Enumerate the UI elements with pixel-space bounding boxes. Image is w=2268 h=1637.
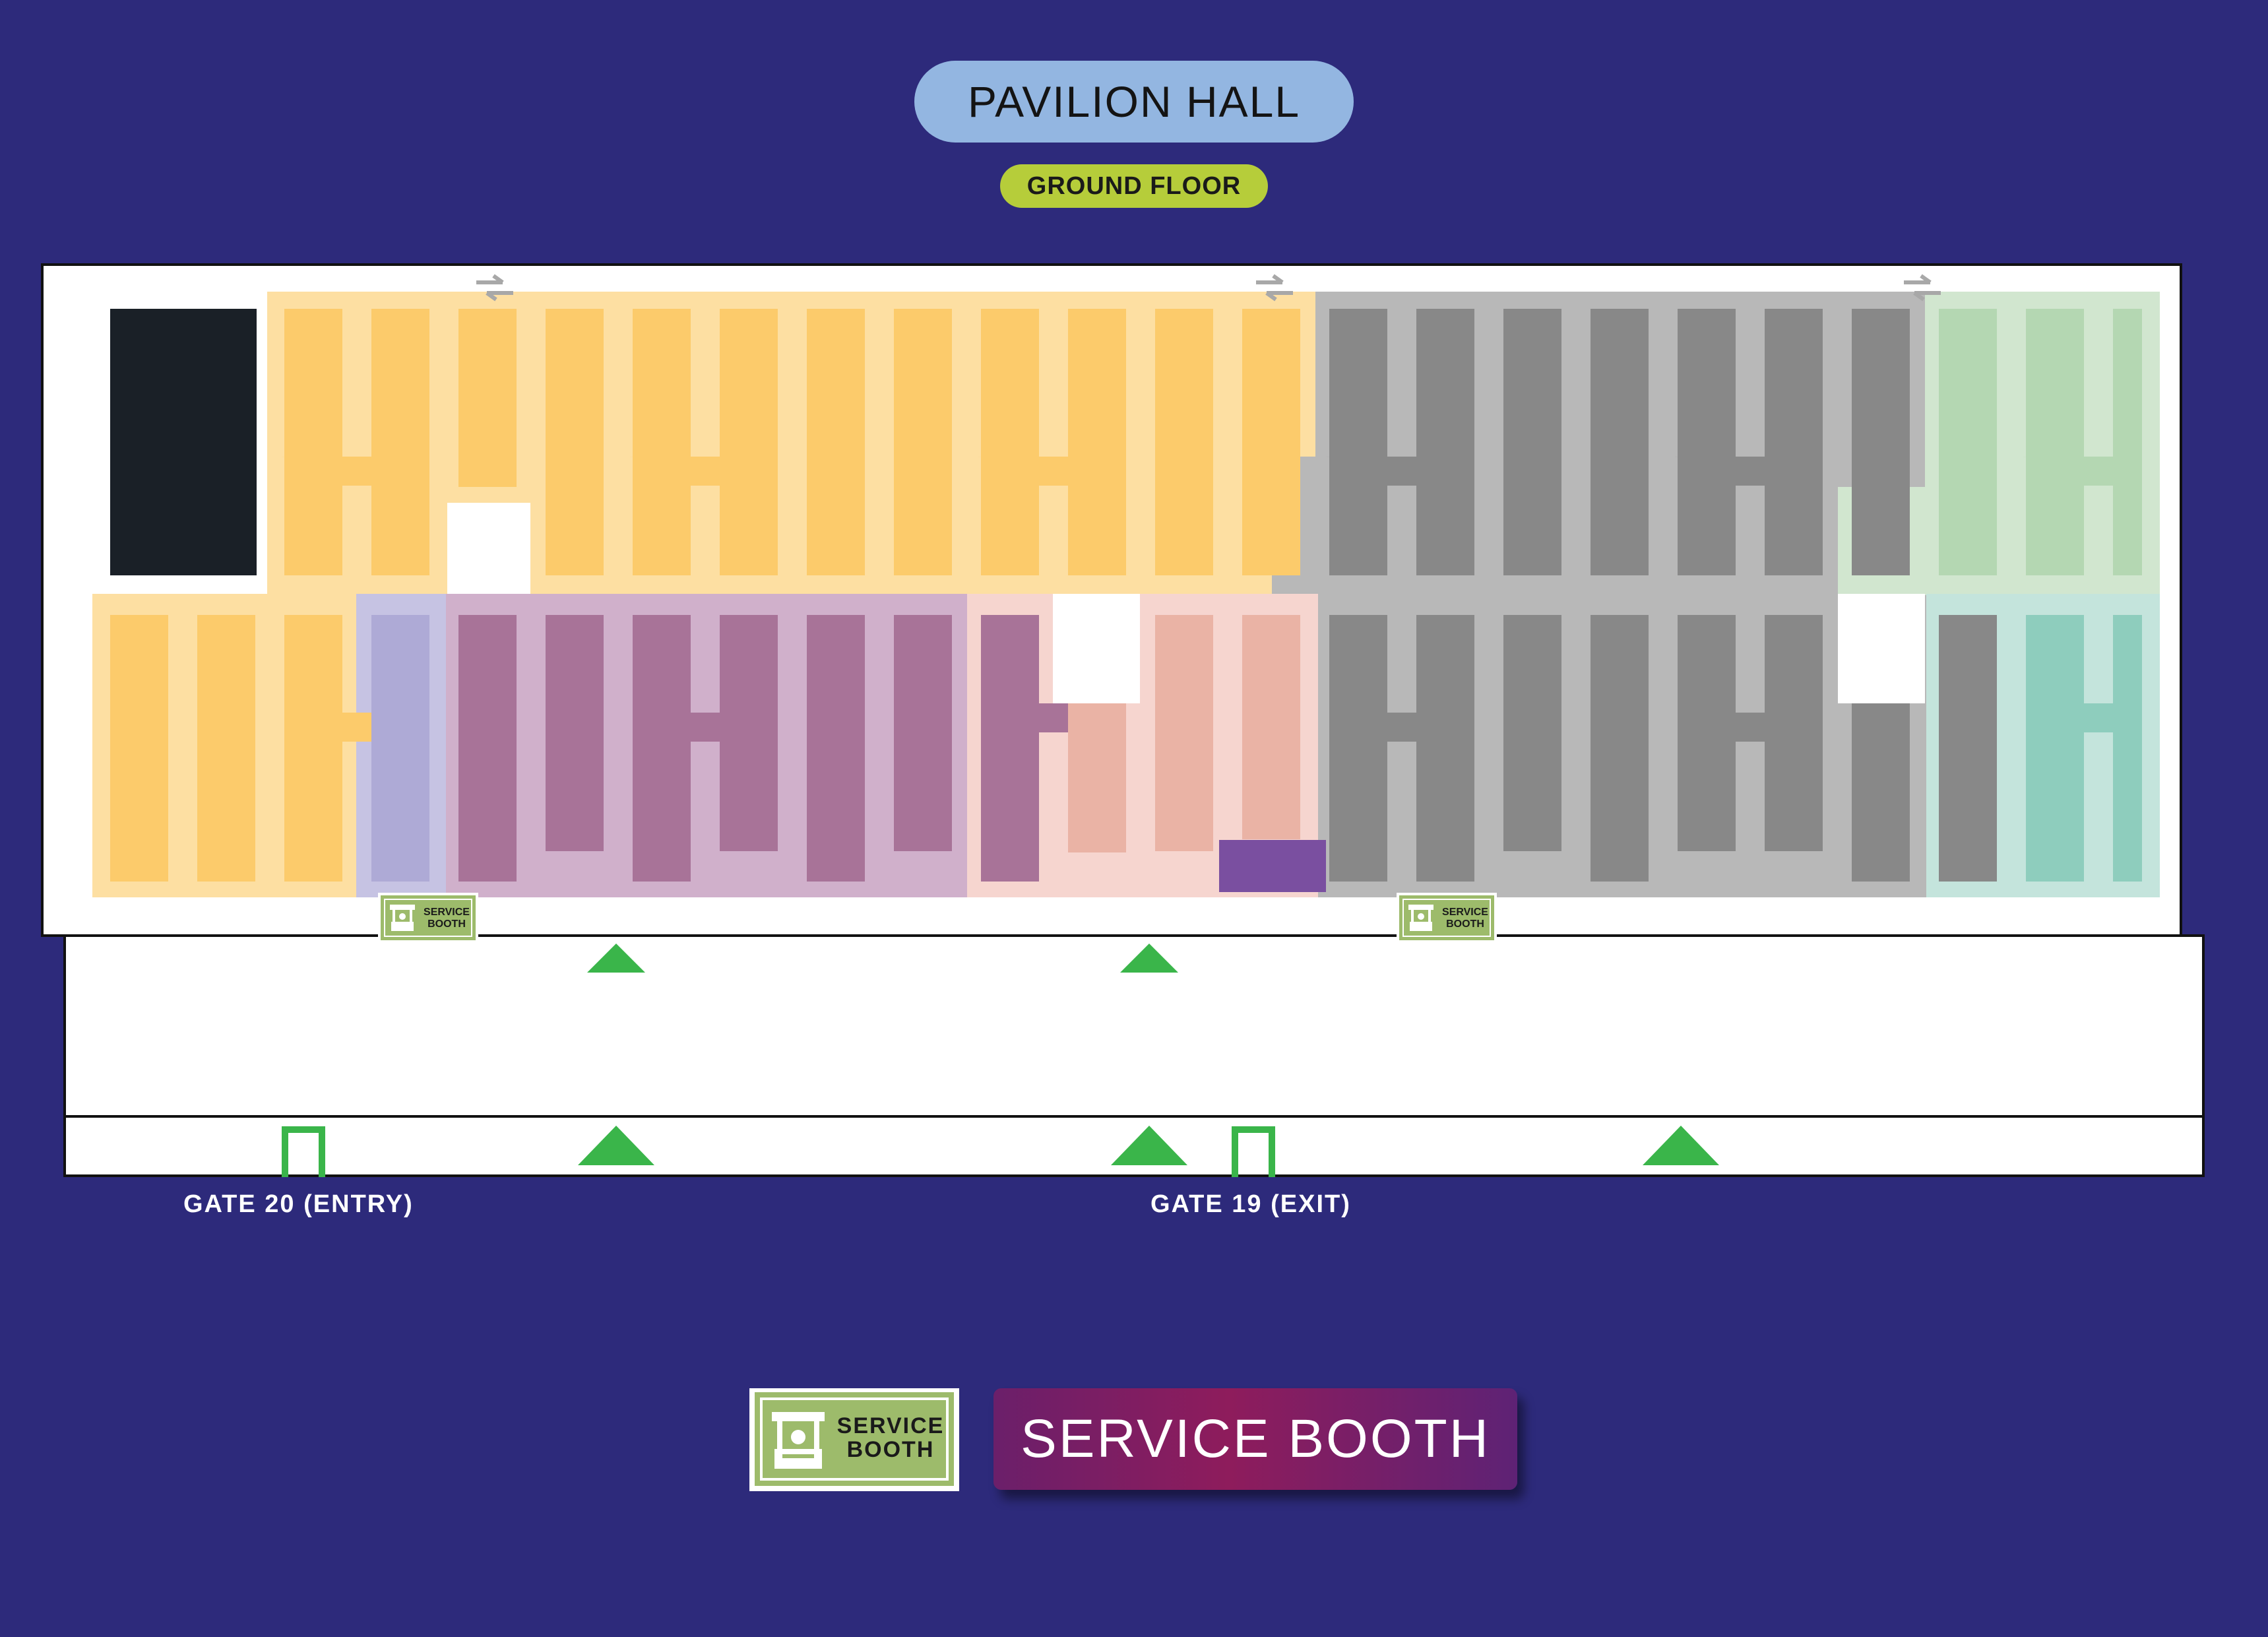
legend-icon-line1: SERVICE	[837, 1413, 945, 1438]
service-booth-marker: SERVICE BOOTH	[378, 893, 478, 943]
stall-block	[546, 309, 604, 575]
gate-20-label: GATE 20 (ENTRY)	[183, 1190, 414, 1218]
stall-block	[807, 615, 865, 882]
stall-block	[1765, 615, 1823, 851]
stall-block	[1503, 615, 1561, 851]
booth-icon	[1408, 905, 1433, 931]
stall-block	[342, 457, 371, 486]
stall-block	[1242, 309, 1300, 575]
escalator-icon	[1904, 274, 1941, 302]
dark-storage-block	[110, 309, 257, 575]
stall-block	[691, 457, 720, 486]
stall-block	[284, 615, 342, 882]
stall-block	[1416, 615, 1474, 882]
stall-block	[458, 615, 517, 882]
service-booth-marker: SERVICE BOOTH	[1397, 893, 1497, 943]
direction-arrow-icon	[1643, 1126, 1719, 1165]
hall-title: PAVILION HALL	[914, 61, 1354, 143]
stall-block	[1852, 309, 1910, 575]
zone-orange-top	[267, 292, 1317, 595]
stall-block	[691, 713, 720, 742]
open-area-2	[1053, 594, 1140, 703]
booth-icon	[772, 1412, 825, 1469]
stall-block	[1765, 309, 1823, 575]
stall-block	[1591, 615, 1649, 882]
booth-badge-line1: SERVICE	[1442, 907, 1488, 918]
escalator-icon	[1256, 274, 1293, 302]
stall-block	[546, 615, 604, 851]
stall-block	[342, 713, 371, 742]
stall-block	[1387, 713, 1416, 742]
stall-block	[371, 615, 429, 882]
stall-block	[2026, 615, 2084, 882]
booth-badge-line1: SERVICE	[424, 907, 470, 918]
booth-badge-line2: BOOTH	[427, 918, 466, 930]
stall-block	[2084, 457, 2113, 486]
stall-block	[1068, 309, 1126, 575]
info-desk-marker	[1219, 840, 1326, 892]
open-area-3	[1838, 594, 1925, 703]
stall-block	[633, 309, 691, 575]
stall-block	[981, 615, 1039, 882]
stall-block	[1155, 615, 1213, 851]
stall-block	[807, 309, 865, 575]
booth-badge-line2: BOOTH	[1446, 918, 1484, 930]
stall-block	[2113, 615, 2142, 882]
stall-block	[720, 309, 778, 575]
stall-block	[720, 615, 778, 851]
stall-block	[284, 309, 342, 575]
stall-block	[1329, 615, 1387, 882]
legend-icon-line2: BOOTH	[847, 1437, 935, 1462]
gate-entry-icon	[282, 1126, 325, 1177]
escalator-icon	[476, 274, 513, 302]
stall-block	[1387, 457, 1416, 486]
stall-block	[1591, 309, 1649, 575]
booth-icon	[390, 905, 415, 931]
gate-19-label: GATE 19 (EXIT)	[1150, 1190, 1351, 1218]
direction-arrow-icon	[1120, 944, 1178, 973]
stall-block	[197, 615, 255, 882]
stall-block	[633, 615, 691, 882]
stall-block	[458, 309, 517, 487]
gate-exit-icon	[1232, 1126, 1275, 1177]
stall-block	[1416, 309, 1474, 575]
stall-block	[1503, 309, 1561, 575]
legend-service-booth-icon: SERVICE BOOTH	[749, 1388, 959, 1491]
stall-block	[1939, 615, 1997, 882]
stall-block	[1039, 457, 1068, 486]
direction-arrow-icon	[1111, 1126, 1187, 1165]
stall-block	[1242, 615, 1300, 839]
stall-block	[1736, 457, 1765, 486]
stall-block	[894, 615, 952, 851]
stall-block	[110, 615, 168, 882]
direction-arrow-icon	[578, 1126, 654, 1165]
stall-block	[981, 309, 1039, 575]
open-area-1	[447, 503, 530, 594]
stall-block	[371, 309, 429, 575]
stall-block	[1678, 615, 1736, 851]
stall-block	[1329, 309, 1387, 575]
stall-block	[2113, 309, 2142, 575]
stall-block	[1039, 703, 1068, 732]
stall-block	[2084, 703, 2113, 732]
direction-arrow-icon	[587, 944, 645, 973]
stall-block	[1736, 713, 1765, 742]
stall-block	[1155, 309, 1213, 575]
stall-block	[1068, 703, 1126, 852]
floor-label: GROUND FLOOR	[1000, 164, 1268, 208]
legend-service-booth-label: SERVICE BOOTH	[993, 1388, 1517, 1490]
stall-block	[1939, 309, 1997, 575]
stall-block	[894, 309, 952, 575]
stall-block	[2026, 309, 2084, 575]
stall-block	[1678, 309, 1736, 575]
